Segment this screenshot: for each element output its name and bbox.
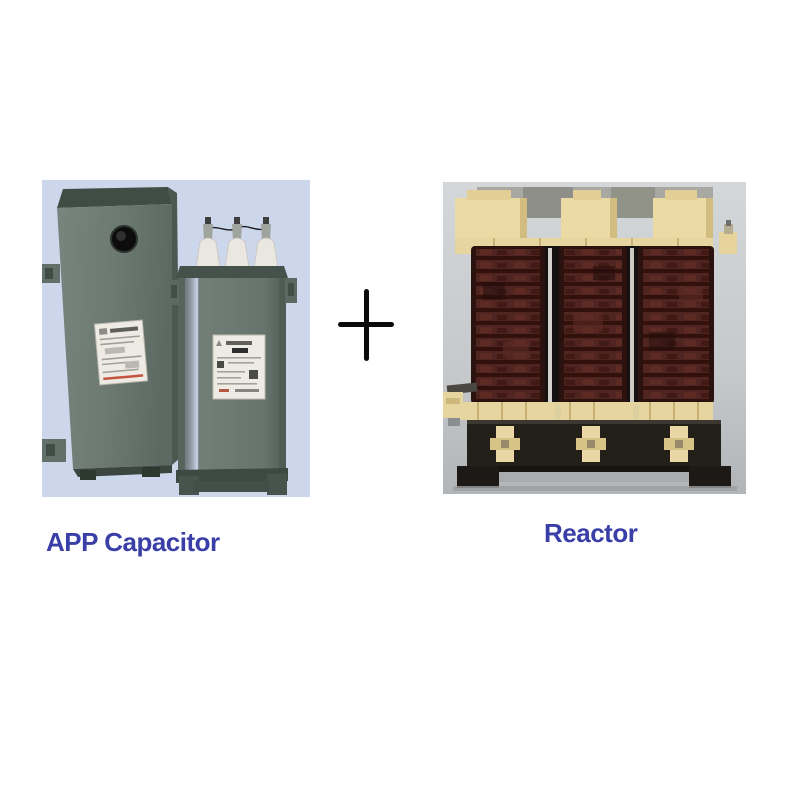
reactor-coil-2 [559,246,627,404]
reactor-terminal-topright [719,220,737,254]
reactor-art [443,182,746,494]
reactor-image [443,182,746,494]
capacitor-mount-brackets-sides [169,278,297,305]
reactor-terminal-2 [576,426,606,462]
capacitor-bushings [195,217,279,269]
capacitor-unit-front [169,217,297,495]
reactor-label: Reactor [544,518,638,548]
reactor-coil-3 [638,246,714,404]
plus-horizontal-bar [338,322,394,327]
reactor-terminal-3 [664,426,694,462]
capacitor-nameplate-2 [212,334,266,400]
app-capacitor-image [42,180,310,497]
capacitor-nameplate [93,319,149,386]
reactor-base [453,420,737,491]
capacitor-mount-brackets-left [42,264,66,462]
reactor-terminal-1 [490,426,520,462]
reactor-top-insulators [455,190,713,254]
plus-icon [336,287,396,363]
app-capacitor-label: APP Capacitor [46,527,220,557]
reactor-side-bracket [443,382,478,426]
capacitor-port-hole [110,225,138,253]
capacitor-unit-oblique [42,187,180,480]
reactor-coil-1 [471,246,545,404]
app-capacitor-art [42,180,310,497]
